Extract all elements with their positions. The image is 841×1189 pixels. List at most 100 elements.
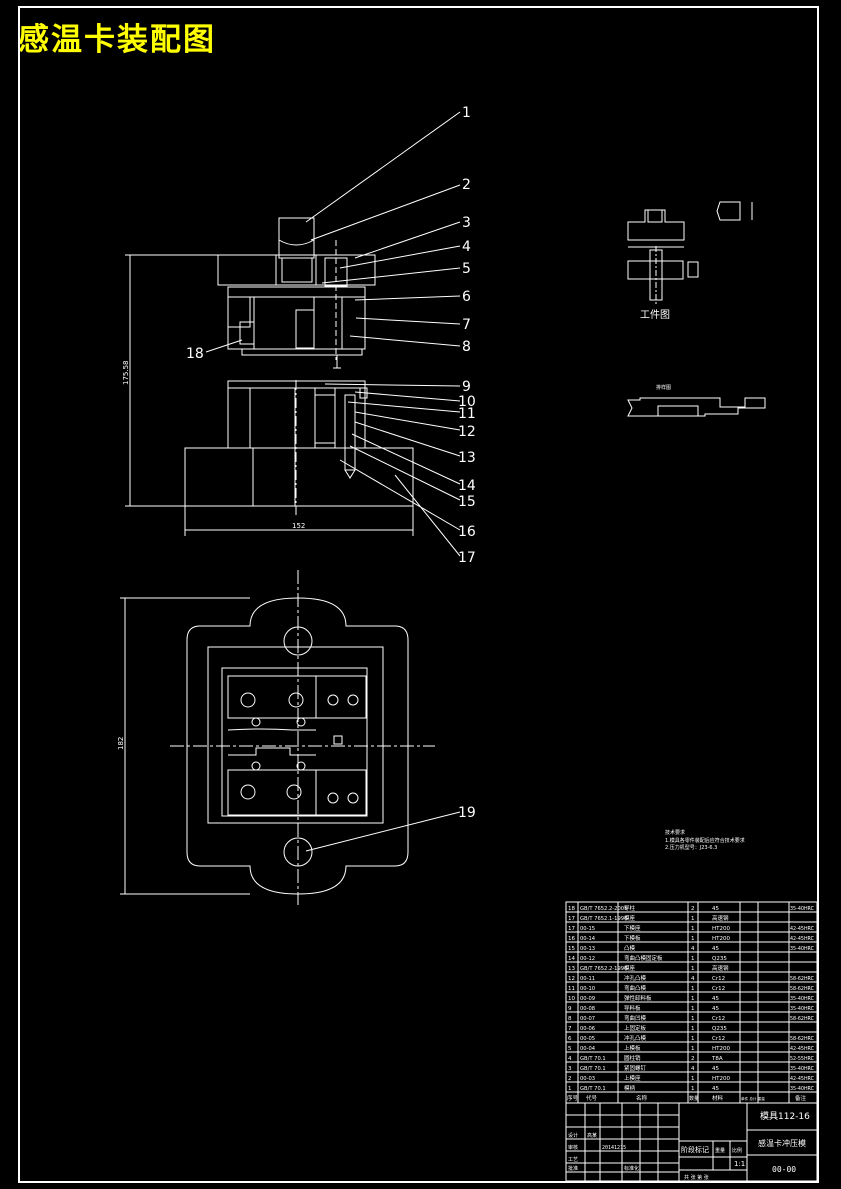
bom-header-remark: 备注 — [795, 1094, 807, 1102]
drawing-number: 模具112-16 — [760, 1111, 810, 1122]
bom-row-name: 导柱 — [624, 904, 636, 912]
overall-width-dimension: 152 — [292, 522, 305, 530]
bom-row-material: Q235 — [712, 1026, 727, 1032]
bom-row-name: 弯曲凹模 — [624, 1014, 647, 1022]
tech-note-2: 2.压力机型号：J23-6.3 — [665, 844, 717, 851]
callout-5: 5 — [462, 261, 471, 277]
bom-row-no: 3 — [568, 1066, 572, 1072]
bom-row-code: 00-11 — [580, 976, 595, 982]
drawing-title: 感温卡装配图 — [18, 22, 216, 58]
callout-8: 8 — [462, 339, 471, 355]
bom-row-code: 00-03 — [580, 1076, 595, 1082]
bom-row-material: HT200 — [712, 1076, 730, 1082]
bom-header-code: 代号 — [586, 1094, 598, 1102]
bom-row-name: 冲孔凸模 — [624, 1034, 647, 1042]
callout-1: 1 — [462, 105, 471, 121]
bom-row-code: 00-05 — [580, 1036, 595, 1042]
bom-row-material: 高速钢 — [712, 964, 729, 972]
bom-row-qty: 1 — [691, 1086, 695, 1092]
bom-row-material: Cr12 — [712, 1016, 725, 1022]
bom-row-remark: 42-45HRC — [790, 926, 815, 932]
bom-row-material: Q235 — [712, 956, 727, 962]
bom-row-remark: 35-40HRC — [790, 946, 815, 952]
bom-row-qty: 4 — [691, 1066, 695, 1072]
bom-row-code: 00-14 — [580, 936, 596, 942]
tech-note-1: 1.模具各零件装配后应符合技术要求 — [665, 837, 745, 844]
bom-row-qty: 1 — [691, 986, 695, 992]
bom-row-remark: 35-40HRC — [790, 906, 815, 912]
tech-notes-heading: 技术要求 — [665, 829, 685, 836]
callout-11: 11 — [458, 406, 476, 422]
bom-row-code: GB/T 70.1 — [580, 1056, 606, 1062]
bom-row-no: 6 — [568, 1036, 572, 1042]
bom-row-material: 45 — [712, 1066, 719, 1072]
workpiece-view: 工件图 — [627, 201, 753, 321]
bom-row-no: 7 — [568, 1026, 572, 1032]
bom-row-material: T8A — [711, 1056, 723, 1062]
callout-4: 4 — [462, 239, 471, 255]
bom-row-name: 上模座 — [624, 1074, 641, 1082]
bom-row-name: 凸模 — [624, 944, 636, 952]
bom-row-material: Cr12 — [712, 1036, 725, 1042]
bom-row-material: 45 — [712, 996, 719, 1002]
bom-row-no: 1 — [568, 1086, 572, 1092]
drawing-frame — [18, 6, 819, 1183]
bom-row-name: 模柄 — [624, 1084, 636, 1092]
bom-row-qty: 1 — [691, 996, 695, 1002]
bom-row-no: 5 — [568, 1046, 572, 1052]
bom-row-no: 14 — [568, 956, 575, 962]
bom-row-material: 45 — [712, 1086, 719, 1092]
bom-row-name: 下模座 — [624, 924, 641, 932]
callout-15: 15 — [458, 494, 476, 510]
scale-label: 比例 — [732, 1147, 742, 1154]
checker-label: 审核 — [568, 1144, 578, 1151]
bom-row-remark: 42-45HRC — [790, 1076, 815, 1082]
bom-row-remark: 35-40HRC — [790, 1006, 815, 1012]
callout-13: 13 — [458, 450, 476, 466]
callout-leaders — [305, 111, 461, 852]
bom-row-remark: 58-62HRC — [790, 1016, 815, 1022]
callout-2: 2 — [462, 177, 471, 193]
bom-row-material: 45 — [712, 1006, 719, 1012]
bom-header-qty: 数量 — [689, 1095, 699, 1102]
bom-row-name: 上固定板 — [624, 1024, 647, 1032]
callout-19: 19 — [458, 805, 476, 821]
bom-row-qty: 4 — [691, 946, 695, 952]
bom-row-code: GB/T 7652.2-1996 — [580, 966, 627, 972]
bom-row-name: 弯曲凸模 — [624, 984, 647, 992]
bom-row-remark: 58-62HRC — [790, 976, 815, 982]
front-section-view: 175.58 152 — [122, 217, 414, 536]
bom-row-no: 18 — [568, 906, 575, 912]
scale-value: 1:1 — [734, 1160, 745, 1168]
bom-row-qty: 1 — [691, 1006, 695, 1012]
part-name: 感温卡冲压模 — [758, 1138, 806, 1148]
bom-row-material: HT200 — [712, 936, 730, 942]
bom-row-no: 17 — [568, 926, 575, 932]
bom-row-qty: 1 — [691, 926, 695, 932]
bom-row-name: 下模板 — [624, 934, 641, 942]
bom-row-qty: 1 — [691, 966, 695, 972]
bom-row-remark: 58-62HRC — [790, 986, 815, 992]
bom-row-qty: 1 — [691, 1016, 695, 1022]
std-label: 标准化 — [624, 1165, 639, 1172]
overall-height-dimension: 175.58 — [122, 361, 130, 386]
bom-row-qty: 1 — [691, 936, 695, 942]
bom-row-code: 00-09 — [580, 996, 595, 1002]
bom-row-no: 9 — [568, 1006, 572, 1012]
bom-row-qty: 1 — [691, 1026, 695, 1032]
document-number: 00-00 — [772, 1165, 796, 1174]
bom-row-name: 模座 — [624, 914, 636, 922]
callout-9: 9 — [462, 379, 471, 395]
bom-row-material: 高速钢 — [712, 914, 729, 922]
plan-height-dimension: 182 — [117, 737, 125, 750]
bom-row-code: 00-15 — [580, 926, 595, 932]
bom-row-name: 导料板 — [624, 1004, 641, 1012]
callout-12: 12 — [458, 424, 476, 440]
bom-row-qty: 1 — [691, 916, 695, 922]
bom-row-code: 00-08 — [580, 1006, 595, 1012]
bom-row-no: 10 — [568, 996, 575, 1002]
bom-row-remark: 35-40HRC — [790, 996, 815, 1002]
bom-row-qty: 1 — [691, 956, 695, 962]
plan-view: 182 — [117, 570, 435, 905]
